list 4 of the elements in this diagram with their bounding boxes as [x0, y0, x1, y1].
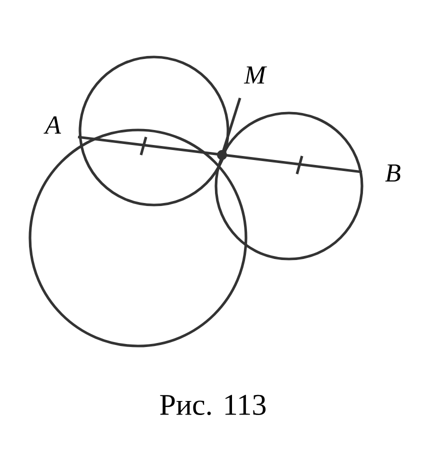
figure-caption: Рис. 113	[160, 394, 266, 416]
point-label: A	[44, 116, 62, 134]
point-label: B	[385, 164, 400, 182]
point-label: M	[244, 66, 268, 84]
